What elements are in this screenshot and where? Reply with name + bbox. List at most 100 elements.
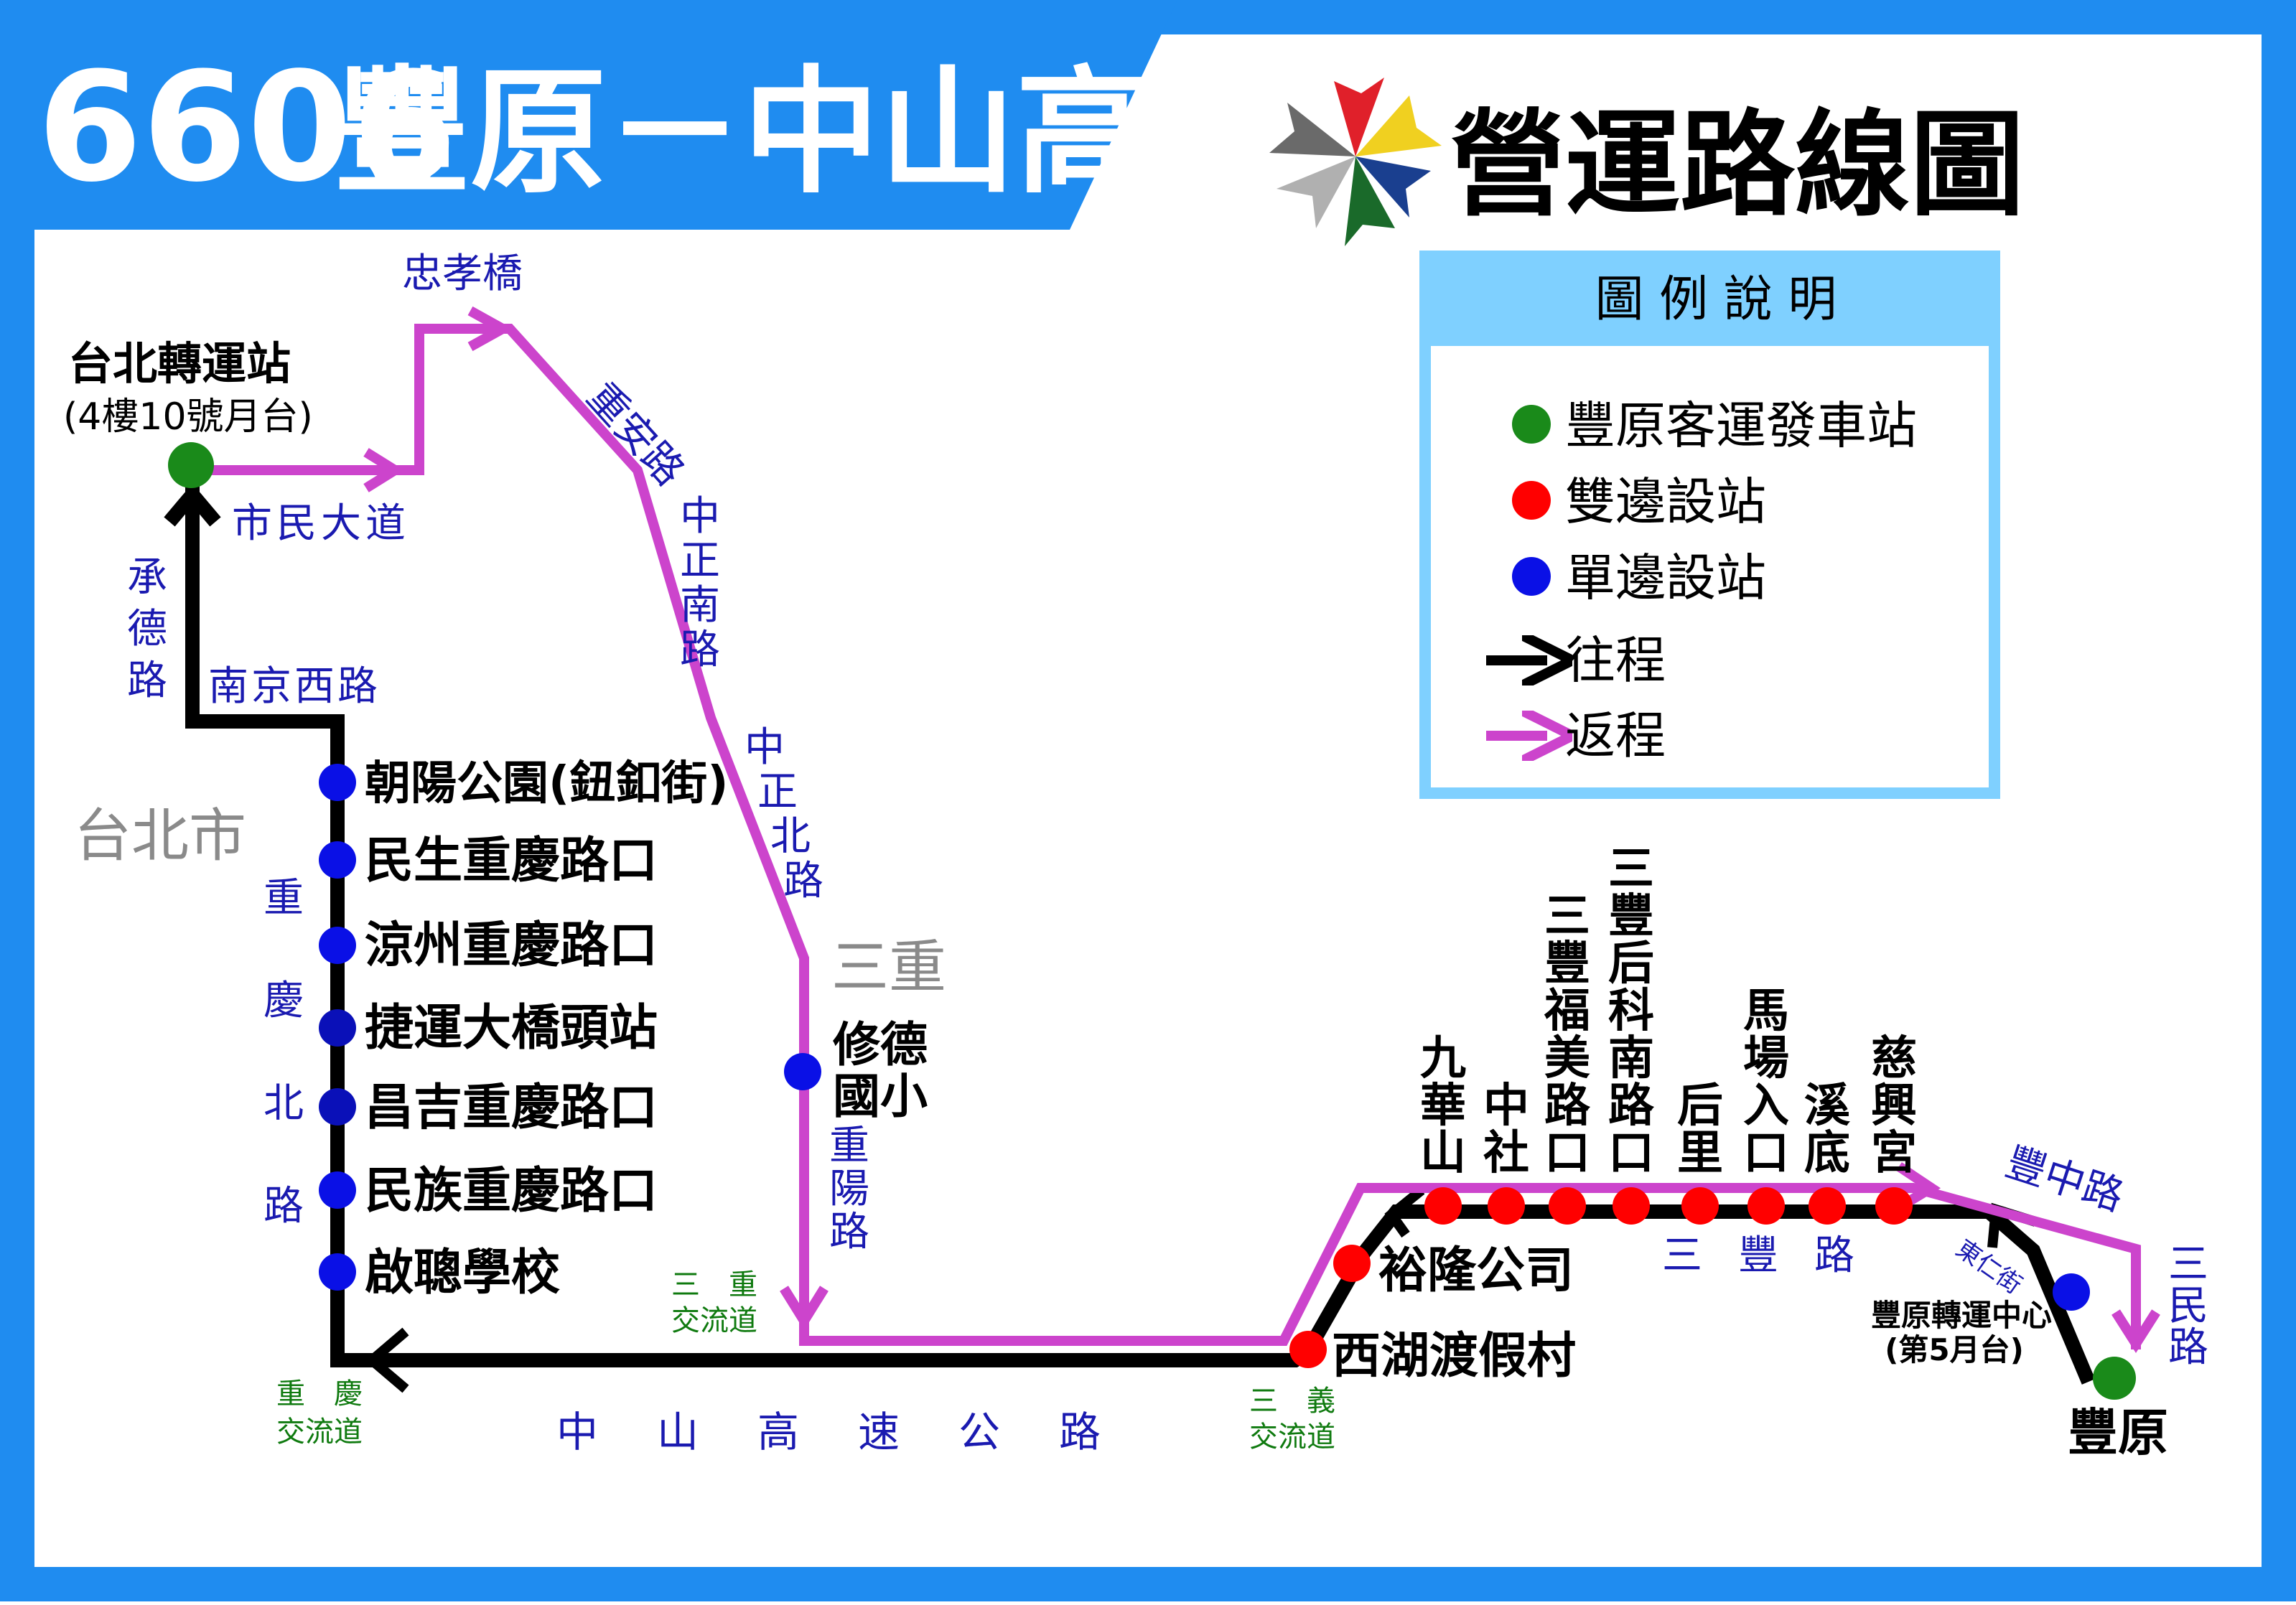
sanfeng-stop-label-4-char: 后 [1608, 937, 1654, 991]
road-chengde: 承德路 [127, 554, 167, 704]
stop-dot-chongqing-2 [319, 841, 356, 879]
title-banner [0, 0, 1177, 230]
road-chongyang-char: 陽 [829, 1166, 869, 1212]
road-zhongzheng-north-char: 路 [783, 858, 823, 904]
stop-dot-sanfeng-6 [1747, 1187, 1785, 1225]
stop-dot-chongqing-7 [319, 1253, 356, 1291]
stop-dot-chongqing-5 [319, 1088, 356, 1126]
return-arrow-zhongxiao [467, 306, 513, 352]
road-zhongzheng-south-char: 南 [680, 582, 720, 629]
road-zhongzheng-south-char: 中 [680, 493, 720, 540]
stop-dot-chongqing-1 [319, 764, 356, 801]
sanfeng-stop-label-2-char: 中 [1483, 1080, 1529, 1133]
sanfeng-stop-label-6-char: 入 [1743, 1080, 1789, 1133]
road-chongqing-north-char: 北 [263, 1080, 304, 1127]
return-route-line [191, 324, 2141, 1349]
sanfeng-stop-label-3-char: 路 [1544, 1080, 1591, 1133]
ic-sanyi-1: 三 義 [1249, 1385, 1335, 1418]
ic-chongqing-2: 交流道 [276, 1416, 363, 1449]
road-sanmin: 三民路 [2168, 1241, 2208, 1371]
stop-dot-xiude [784, 1053, 821, 1090]
stop-dot-sanfeng-4 [1613, 1187, 1650, 1225]
road-sanfeng: 三豐路 [1662, 1232, 1890, 1279]
stop-label-chongqing-5: 昌吉重慶路口 [365, 1080, 658, 1136]
sanfeng-stop-label-4-char: 路 [1608, 1080, 1655, 1133]
terminal-dot-fengyuan [2093, 1357, 2136, 1400]
return-arrow-shimin [363, 448, 405, 492]
sanfeng-stop-label-7-char: 底 [1804, 1127, 1850, 1180]
map-title: 營運路線圖 [1450, 98, 2025, 232]
sanfeng-stop-label-4-char: 三 [1608, 843, 1654, 896]
sanfeng-stop-label-3-char: 美 [1544, 1032, 1590, 1085]
sanfeng-stop-label-6-char: 口 [1743, 1127, 1789, 1180]
sanfeng-stop-label-4-char: 口 [1608, 1127, 1654, 1180]
sanfeng-stop-label-2-char: 社 [1483, 1127, 1529, 1180]
sanfeng-stop-label-5-char: 后 [1677, 1080, 1723, 1133]
legend-label-return: 返程 [1565, 706, 1666, 765]
road-shimin: 市民大道 [232, 500, 410, 547]
ic-sanyi-2: 交流道 [1249, 1421, 1335, 1454]
stop-dot-sanfeng-2 [1488, 1187, 1525, 1225]
stop-dot-fengyuan-transfer [2053, 1273, 2090, 1311]
stop-label-chongqing-4: 捷運大橋頭站 [365, 1000, 658, 1057]
sanfeng-stop-label-6-char: 馬 [1743, 985, 1789, 1038]
stop-dot-chongqing-6 [319, 1171, 356, 1209]
stop-dot-chongqing-4 [319, 1009, 356, 1047]
stop-label-chongqing-7: 啟聰學校 [365, 1245, 560, 1301]
sanfeng-stop-label-6-char: 場 [1743, 1032, 1789, 1085]
road-chongyang: 重陽路 [829, 1123, 869, 1255]
road-chongyang-char: 路 [829, 1209, 869, 1255]
sanfeng-stop-label-7: 溪底 [1804, 1080, 1851, 1180]
road-sanmin-char: 路 [2168, 1324, 2208, 1371]
legend-blue-dot-icon [1512, 557, 1551, 596]
sanfeng-stop-label-1: 九華山 [1420, 1032, 1466, 1180]
taipei-terminal-name: 台北轉運站 [68, 337, 291, 390]
stop-label-xihu: 西湖渡假村 [1332, 1328, 1576, 1385]
taipei-terminal-platform: (4樓10號月台) [63, 396, 313, 439]
stop-label-fengyuan: 豐原 [2068, 1403, 2168, 1462]
stop-label-yulong: 裕隆公司 [1378, 1243, 1574, 1299]
road-chengde-char: 承 [127, 554, 167, 601]
sanfeng-stop-label-3-char: 福 [1544, 985, 1590, 1038]
stop-dot-yulong [1333, 1245, 1371, 1282]
road-fengzhong: 豐中路 [2000, 1138, 2129, 1220]
stop-dot-sanfeng-7 [1809, 1187, 1846, 1225]
sanfeng-stop-label-1-char: 華 [1420, 1080, 1466, 1133]
road-chongqing-north-char: 慶 [263, 978, 304, 1024]
stop-label-chongqing-1: 朝陽公園(鈕釦街) [365, 757, 729, 810]
route-number: 6606 [37, 39, 457, 215]
district-taipei: 台北市 [74, 802, 246, 869]
sanfeng-stop-label-5-char: 里 [1677, 1127, 1723, 1180]
sanfeng-stop-label-3-char: 豐 [1544, 937, 1590, 991]
legend-label-both-sides: 雙邊設站 [1565, 472, 1766, 531]
return-arrow-chongyang [780, 1286, 829, 1331]
stop-label-xiude-2: 國小 [833, 1069, 928, 1124]
road-sanmin-char: 民 [2168, 1283, 2208, 1329]
road-nanjing-west: 南京西路 [208, 663, 381, 710]
sanfeng-stop-label-4-char: 豐 [1608, 890, 1654, 943]
legend-label-one-side: 單邊設站 [1565, 548, 1766, 607]
sanfeng-stop-label-4-char: 科 [1608, 985, 1654, 1038]
legend-header [1425, 256, 1994, 346]
road-zhongzheng-south-char: 路 [680, 627, 720, 673]
outbound-arrow-chongqing [364, 1327, 409, 1393]
road-chongqing-north-char: 重 [263, 875, 304, 922]
ic-sanchong-1: 三 重 [671, 1268, 757, 1301]
road-zhongzheng-north-char: 中 [745, 724, 785, 771]
sanfeng-stop-label-1-char: 山 [1420, 1127, 1466, 1180]
road-chengde-char: 路 [127, 658, 167, 704]
district-sanchong: 三重 [831, 934, 946, 1001]
company-logo-icon [1269, 78, 1442, 246]
sanfeng-stop-label-8: 慈興宮 [1871, 1032, 1917, 1180]
stop-dot-sanfeng-1 [1424, 1187, 1462, 1225]
stop-dot-sanfeng-3 [1549, 1187, 1586, 1225]
sanfeng-stop-label-8-char: 興 [1871, 1080, 1917, 1133]
